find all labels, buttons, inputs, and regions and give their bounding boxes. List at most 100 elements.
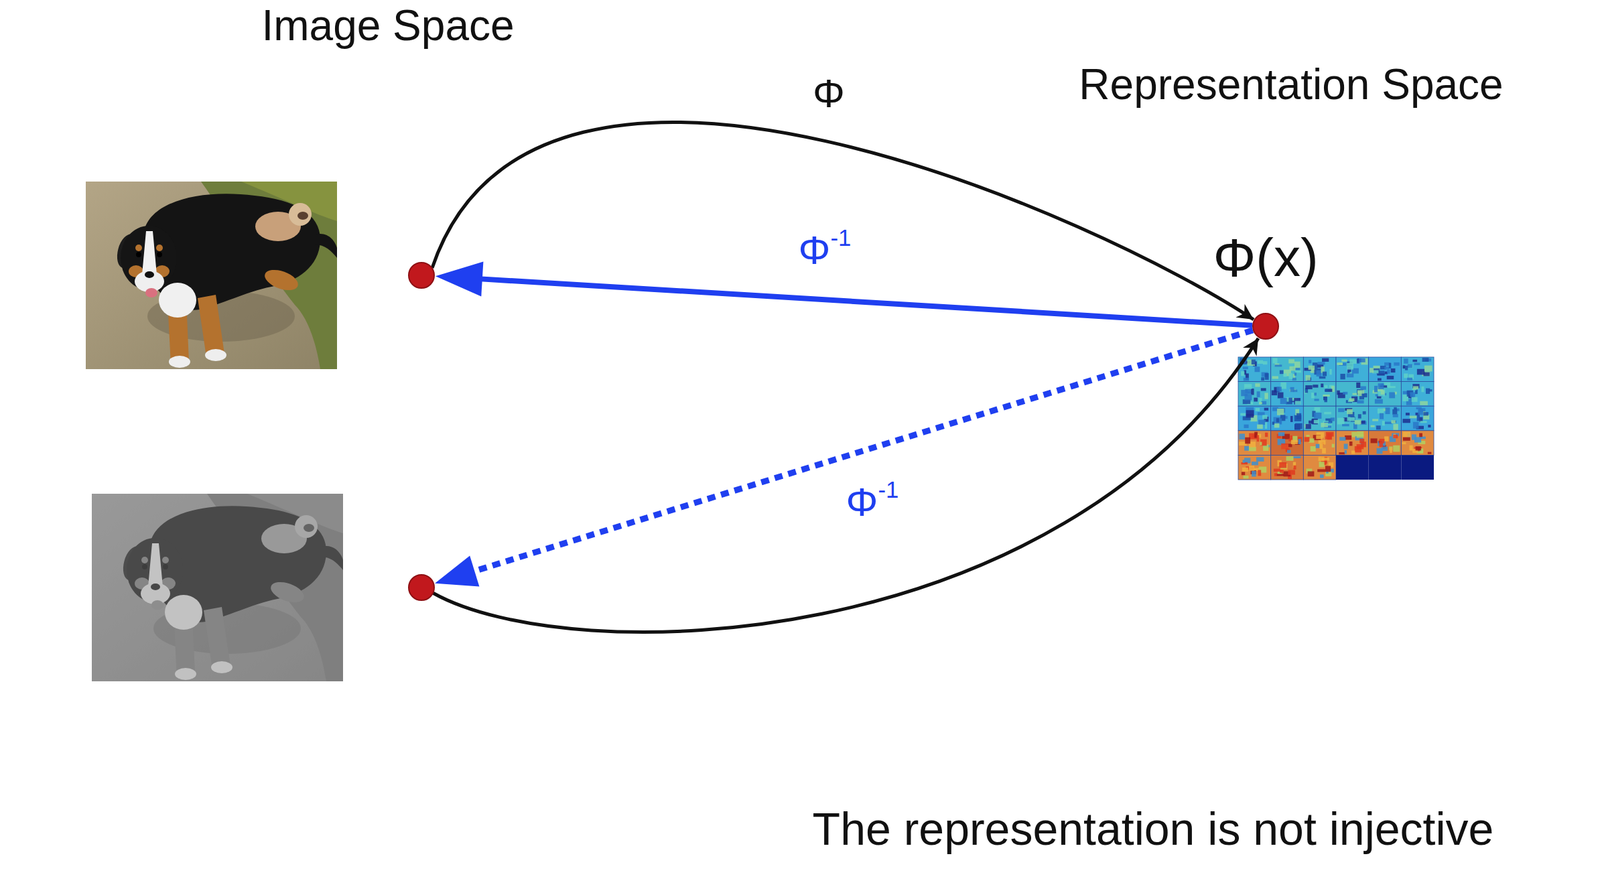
feature-cell [1315, 444, 1320, 449]
feature-cell [1413, 422, 1419, 429]
feature-cell [1254, 383, 1260, 387]
feature-cell [1329, 369, 1332, 375]
feature-cell [1317, 361, 1326, 365]
feature-cell [1322, 394, 1330, 397]
feature-cell [1264, 373, 1270, 380]
feature-cell [1325, 432, 1335, 437]
feature-cell [1368, 454, 1402, 480]
feature-cell [1392, 445, 1400, 453]
space-region: Image Space [10, 5, 796, 889]
feature-cell [1407, 364, 1413, 368]
feature-cell [1275, 364, 1283, 367]
feature-cell [1305, 434, 1310, 437]
feature-cell [1264, 408, 1269, 411]
feature-cell [1271, 357, 1304, 382]
space-outline [10, 5, 796, 889]
feature-cell [1423, 412, 1429, 416]
feature-cell [1405, 365, 1408, 371]
feature-cell [1370, 438, 1378, 443]
feature-cell [1428, 389, 1432, 392]
feature-cell [1238, 381, 1272, 407]
feature-cell [1276, 418, 1280, 423]
feature-cell [1336, 381, 1369, 407]
feature-cell [1256, 456, 1264, 461]
feature-cell [1303, 406, 1337, 431]
feature-cell [1276, 386, 1282, 392]
feature-cell [1336, 357, 1369, 382]
feature-cell [1238, 454, 1272, 480]
feature-cell [1349, 441, 1353, 446]
feature-cell [1290, 387, 1295, 392]
feature-cell [1296, 413, 1302, 420]
feature-cell [1287, 469, 1295, 475]
feature-cell [1386, 375, 1394, 380]
feature-cell [1271, 430, 1304, 456]
feature-cell [1303, 454, 1337, 480]
arrow-shaft [471, 330, 1253, 573]
feature-cell [1256, 424, 1263, 430]
feature-cell [1262, 415, 1268, 420]
feature-cell [1412, 359, 1418, 362]
feature-cell [1403, 365, 1406, 369]
feature-cell [1379, 442, 1383, 448]
reconstructed-image [91, 493, 344, 682]
feature-cell [1403, 358, 1409, 364]
feature-cell [1315, 435, 1322, 440]
feature-cell [1308, 438, 1314, 443]
feature-cell [1317, 469, 1326, 472]
feature-cell [1357, 389, 1365, 394]
inverse-symbol: Φ [846, 479, 879, 525]
feature-cell [1271, 430, 1304, 456]
feature-cell [1264, 422, 1268, 429]
feature-cell [1319, 376, 1326, 379]
feature-cell [1360, 385, 1366, 390]
feature-cell [1369, 367, 1374, 373]
arrow-head [435, 261, 484, 297]
feature-cell [1368, 357, 1402, 382]
space-title: Representation Space [1078, 60, 1503, 108]
feature-cell [1344, 435, 1352, 441]
feature-cell [1271, 454, 1304, 480]
feature-cell [1393, 407, 1397, 410]
feature-cell [1336, 406, 1369, 431]
feature-cell [1427, 424, 1431, 428]
feature-cell [1338, 452, 1345, 455]
point-label: Φ(x) [1212, 228, 1318, 288]
feature-cell [1384, 422, 1392, 425]
feature-cell [1293, 456, 1302, 459]
feature-cell [1244, 437, 1251, 445]
feature-cell [1401, 381, 1434, 407]
feature-cell [1346, 409, 1353, 415]
feature-cell [1356, 434, 1365, 439]
feature-cell [1304, 436, 1310, 442]
feature-cell [1360, 441, 1367, 447]
feature-cell [1390, 368, 1396, 373]
feature-cell [1251, 471, 1257, 478]
feature-cell [1305, 385, 1312, 390]
inverse-symbol: Φ-1 [846, 480, 900, 525]
feature-cell [1257, 360, 1263, 364]
image-point [408, 262, 435, 289]
feature-cell [1291, 440, 1298, 445]
feature-cell [1401, 406, 1434, 431]
feature-cell [1325, 423, 1332, 426]
feature-cell [1419, 401, 1428, 406]
feature-cell [1358, 358, 1366, 363]
inverse-arrow-dotted [434, 330, 1253, 587]
feature-cell [1238, 381, 1272, 407]
feature-cell [1340, 373, 1345, 380]
feature-cell [1271, 390, 1278, 396]
feature-cell [1243, 475, 1249, 480]
inverse-symbol: Φ-1 [798, 228, 852, 273]
feature-cell [1279, 418, 1282, 425]
feature-cell [1379, 413, 1384, 420]
feature-cell [1336, 454, 1369, 480]
feature-cell [1286, 456, 1294, 461]
feature-cell [1292, 377, 1297, 381]
feature-cell [1244, 446, 1249, 451]
feature-cell [1347, 417, 1356, 422]
inverse-symbol: Φ [798, 227, 831, 273]
feature-cell [1283, 373, 1287, 377]
feature-cell [1392, 414, 1399, 418]
